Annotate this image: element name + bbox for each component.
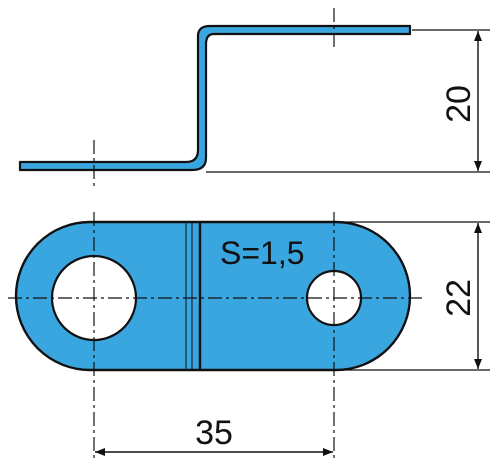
bracket-profile — [18, 24, 412, 172]
side-view — [18, 8, 412, 190]
dimension-label-width: 22 — [440, 279, 478, 317]
dimension-hole-spacing: 35 — [95, 414, 333, 456]
thickness-label: S=1,5 — [220, 235, 305, 271]
top-view: S=1,5 — [8, 212, 424, 460]
dimension-label-height: 20 — [440, 85, 478, 123]
dimension-height: 20 — [206, 29, 490, 173]
dimension-width: 22 — [340, 221, 490, 371]
dimension-label-spacing: 35 — [195, 414, 233, 452]
